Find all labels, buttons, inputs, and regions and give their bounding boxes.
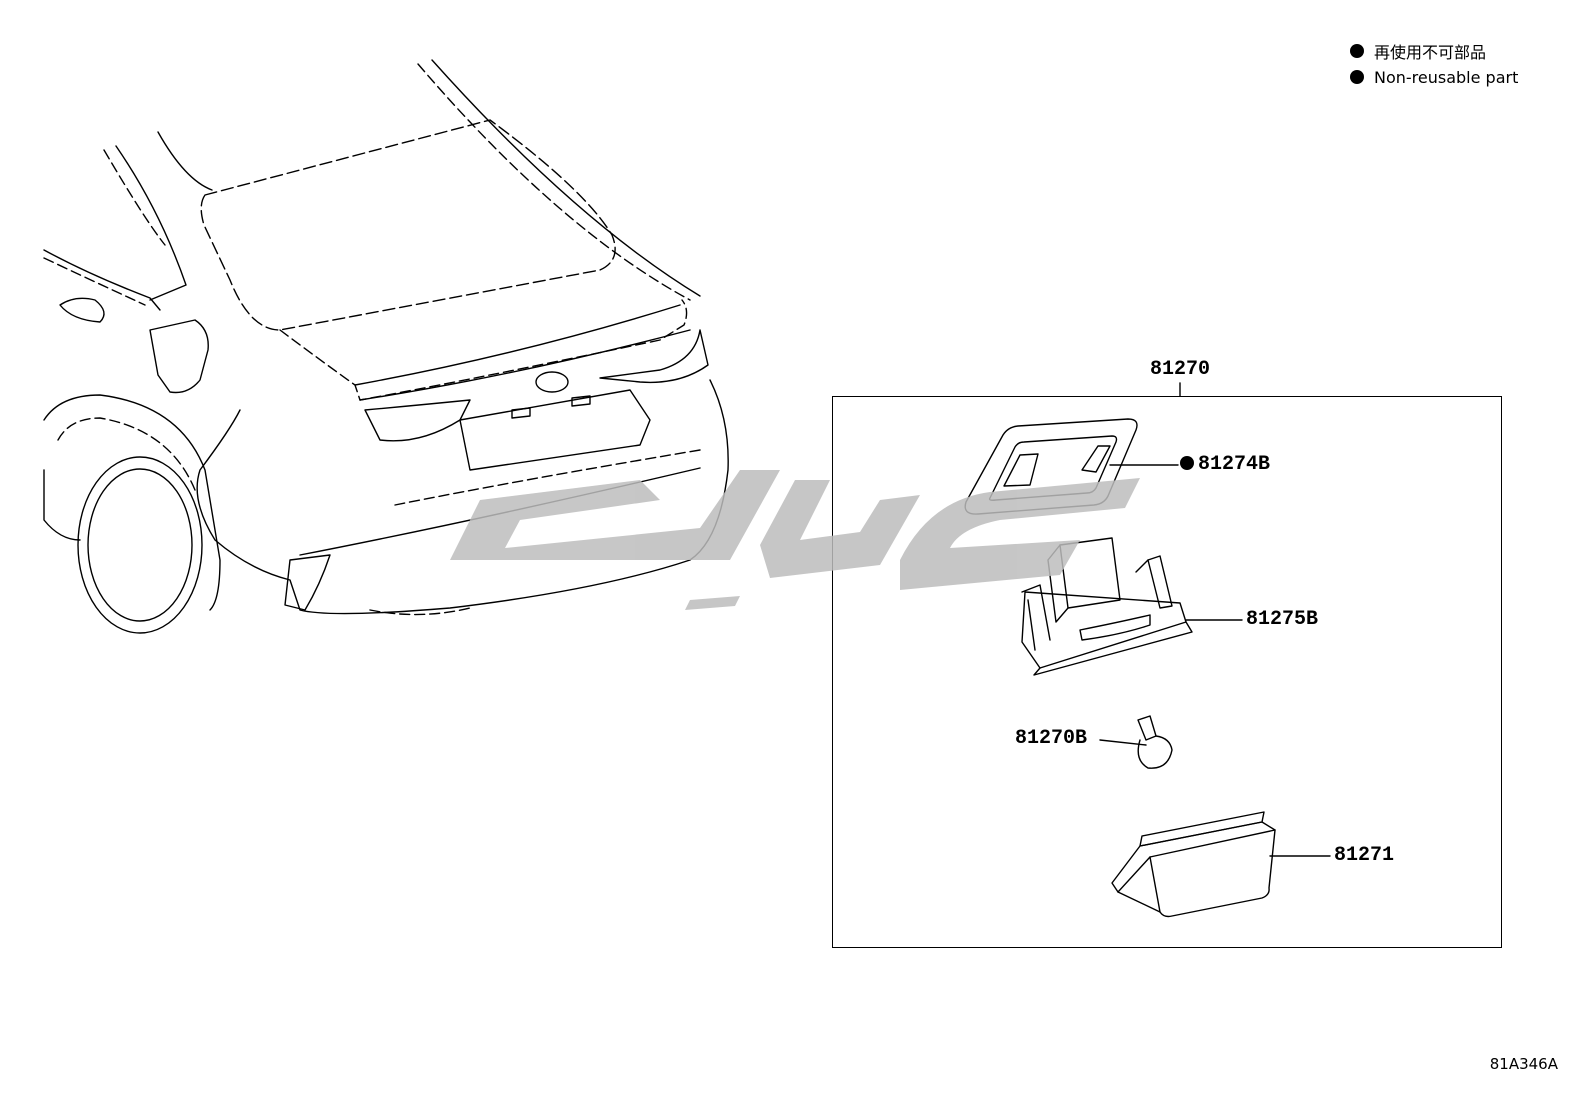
legend-label-en: Non-reusable part [1374,67,1519,87]
part-number: 81271 [1334,844,1395,867]
part-label-81270B: 81270B [1015,727,1087,750]
legend: 再使用不可部品 Non-reusable part [1350,38,1518,90]
legend-row-jp: 再使用不可部品 [1350,38,1518,64]
assembly-number-label: 81270 [1150,358,1211,381]
part-label-81275B: 81275B [1246,608,1318,631]
bulb-part-81270B [1137,715,1173,769]
non-reusable-bullet-icon [1350,70,1364,84]
lens-part-81271 [1111,811,1276,918]
non-reusable-bullet-icon [1180,456,1194,470]
legend-label-jp: 再使用不可部品 [1374,43,1487,62]
assembly-kit-frame [832,396,1502,948]
part-number: 81270B [1015,727,1088,750]
legend-row-en: Non-reusable part [1350,64,1518,90]
part-number: 81275B [1246,608,1319,631]
diagram-code: 81A346A [1489,1055,1558,1073]
part-label-81274B: 81274B [1180,453,1270,476]
non-reusable-bullet-icon [1350,44,1364,58]
watermark-logo [450,470,1140,610]
leader-line-81270B [1099,739,1147,746]
part-label-81271: 81271 [1334,844,1394,867]
lamp-housing-part-81275B [1021,537,1193,676]
vehicle-rear-illustration [43,59,729,634]
part-number: 81274B [1198,453,1271,476]
